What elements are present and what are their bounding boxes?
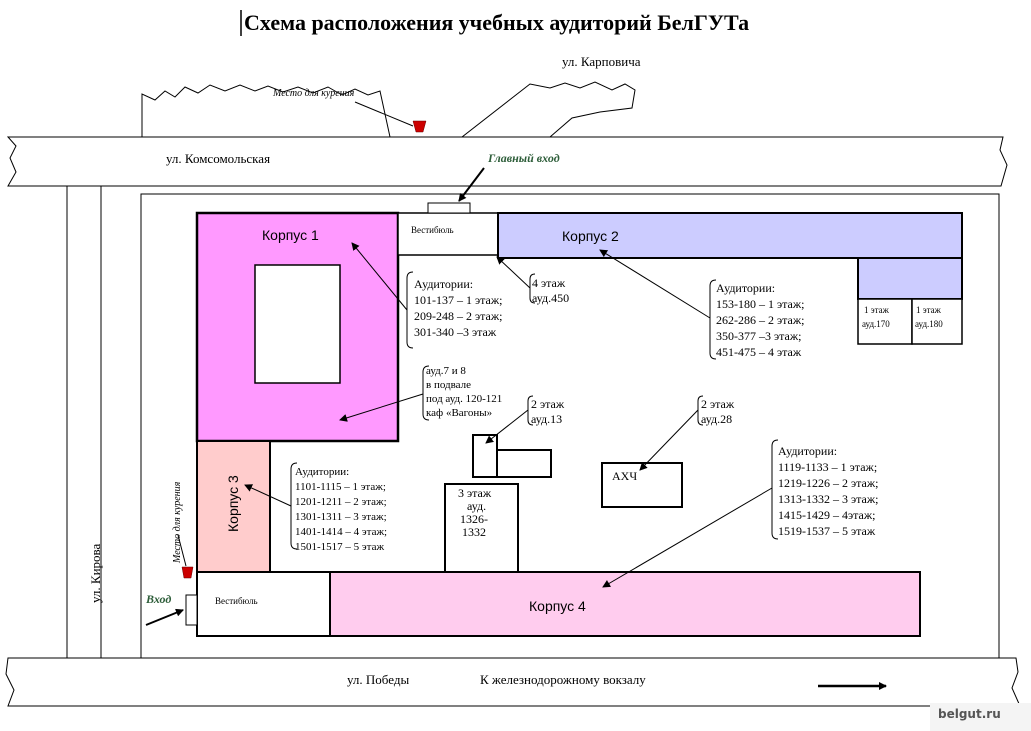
street-komsomolskaya-outline bbox=[6, 136, 1008, 187]
vestibule-bottom-label: Вестибюль bbox=[215, 596, 258, 606]
callout-k3-arrow bbox=[244, 484, 292, 507]
callout-k4-bracket bbox=[771, 439, 779, 540]
korpus-2-wing bbox=[857, 257, 963, 300]
side-entrance-arrow bbox=[145, 608, 184, 626]
smoking-area-left-icon bbox=[181, 566, 194, 579]
room-180-label: 1 этаж ауд.180 bbox=[915, 305, 943, 329]
callout-450-bracket bbox=[529, 273, 536, 304]
smoking-area-top-icon bbox=[412, 120, 427, 133]
building-akhch-label: АХЧ bbox=[612, 469, 637, 483]
building-aud-13-annex bbox=[496, 449, 552, 478]
main-entrance-porch bbox=[427, 202, 471, 214]
callout-basement-bracket bbox=[422, 365, 430, 421]
korpus-2-room-180 bbox=[911, 298, 963, 345]
korpus-4 bbox=[329, 571, 921, 637]
map-title: Схема расположения учебных аудиторий Бел… bbox=[244, 10, 749, 35]
side-entrance-porch bbox=[185, 594, 198, 626]
callout-k2-text: Аудитории: 153-180 – 1 этаж; 262-286 – 2… bbox=[716, 281, 808, 359]
room-170-label: 1 этаж ауд.170 bbox=[862, 305, 891, 329]
korpus-1-courtyard bbox=[254, 264, 341, 384]
callout-k1-text: Аудитории: 101-137 – 1 этаж; 209-248 – 2… bbox=[414, 277, 506, 339]
callout-13-arrow bbox=[485, 409, 529, 444]
to-station-label: К железнодорожному вокзалу bbox=[480, 672, 646, 687]
street-pobedy-label: ул. Победы bbox=[347, 672, 409, 687]
callout-13-text: 2 этаж ауд.13 bbox=[531, 397, 567, 426]
korpus-2-label: Корпус 2 bbox=[562, 228, 619, 244]
main-entrance-label: Главный вход bbox=[487, 151, 560, 165]
callout-k2-bracket bbox=[709, 279, 717, 360]
callout-28-text: 2 этаж ауд.28 bbox=[701, 397, 737, 426]
watermark-box bbox=[930, 703, 1031, 731]
callout-basement-text: ауд.7 и 8 в подвале под ауд. 120-121 каф… bbox=[426, 365, 505, 419]
korpus-4-label: Корпус 4 bbox=[529, 598, 586, 614]
street-karpovicha-outline bbox=[141, 81, 636, 138]
korpus-1-label: Корпус 1 bbox=[262, 227, 319, 243]
smoking-area-top-label: Место для курения bbox=[272, 88, 355, 99]
callout-k1-arrow bbox=[351, 242, 408, 311]
callout-450-arrow bbox=[496, 256, 531, 289]
street-karpovicha-label: ул. Карповича bbox=[562, 54, 641, 69]
side-entrance-label: Вход bbox=[145, 592, 171, 606]
callout-k4-arrow bbox=[602, 487, 773, 588]
building-aud-1326-label: 3 этаж ауд. 1326- 1332 bbox=[458, 486, 494, 539]
callout-450-text: 4 этаж ауд.450 bbox=[532, 276, 569, 305]
callout-k2-arrow bbox=[599, 249, 711, 319]
street-komsomolskaya-label: ул. Комсомольская bbox=[166, 151, 270, 166]
callout-basement-arrow bbox=[339, 393, 424, 422]
callout-28-arrow bbox=[639, 409, 699, 471]
building-aud-1326 bbox=[444, 483, 519, 573]
building-aud-13 bbox=[472, 434, 498, 478]
smoking-area-top-leader bbox=[354, 101, 414, 127]
smoking-area-left-label: Место для курения bbox=[172, 481, 183, 564]
campus-boundary bbox=[140, 193, 1000, 659]
korpus-3 bbox=[196, 440, 271, 573]
callout-k4-text: Аудитории: 1119-1133 – 1 этаж; 1219-1226… bbox=[778, 444, 882, 538]
korpus-2 bbox=[497, 212, 963, 259]
junction-gap-top bbox=[67, 186, 101, 190]
smoking-area-left-leader bbox=[177, 534, 187, 567]
main-entrance-arrow bbox=[458, 167, 485, 202]
street-kirova-outline bbox=[66, 186, 102, 658]
korpus-3-label: Корпус 3 bbox=[225, 475, 241, 532]
callout-k3-text: Аудитории: 1101-1115 – 1 этаж; 1201-1211… bbox=[295, 466, 390, 553]
street-kirova-label: ул. Кирова bbox=[88, 543, 103, 603]
building-akhch bbox=[601, 462, 683, 508]
callout-k1-bracket bbox=[406, 271, 414, 349]
vestibule-top-label: Вестибюль bbox=[411, 225, 454, 235]
watermark: belgut.ru bbox=[938, 707, 1001, 721]
